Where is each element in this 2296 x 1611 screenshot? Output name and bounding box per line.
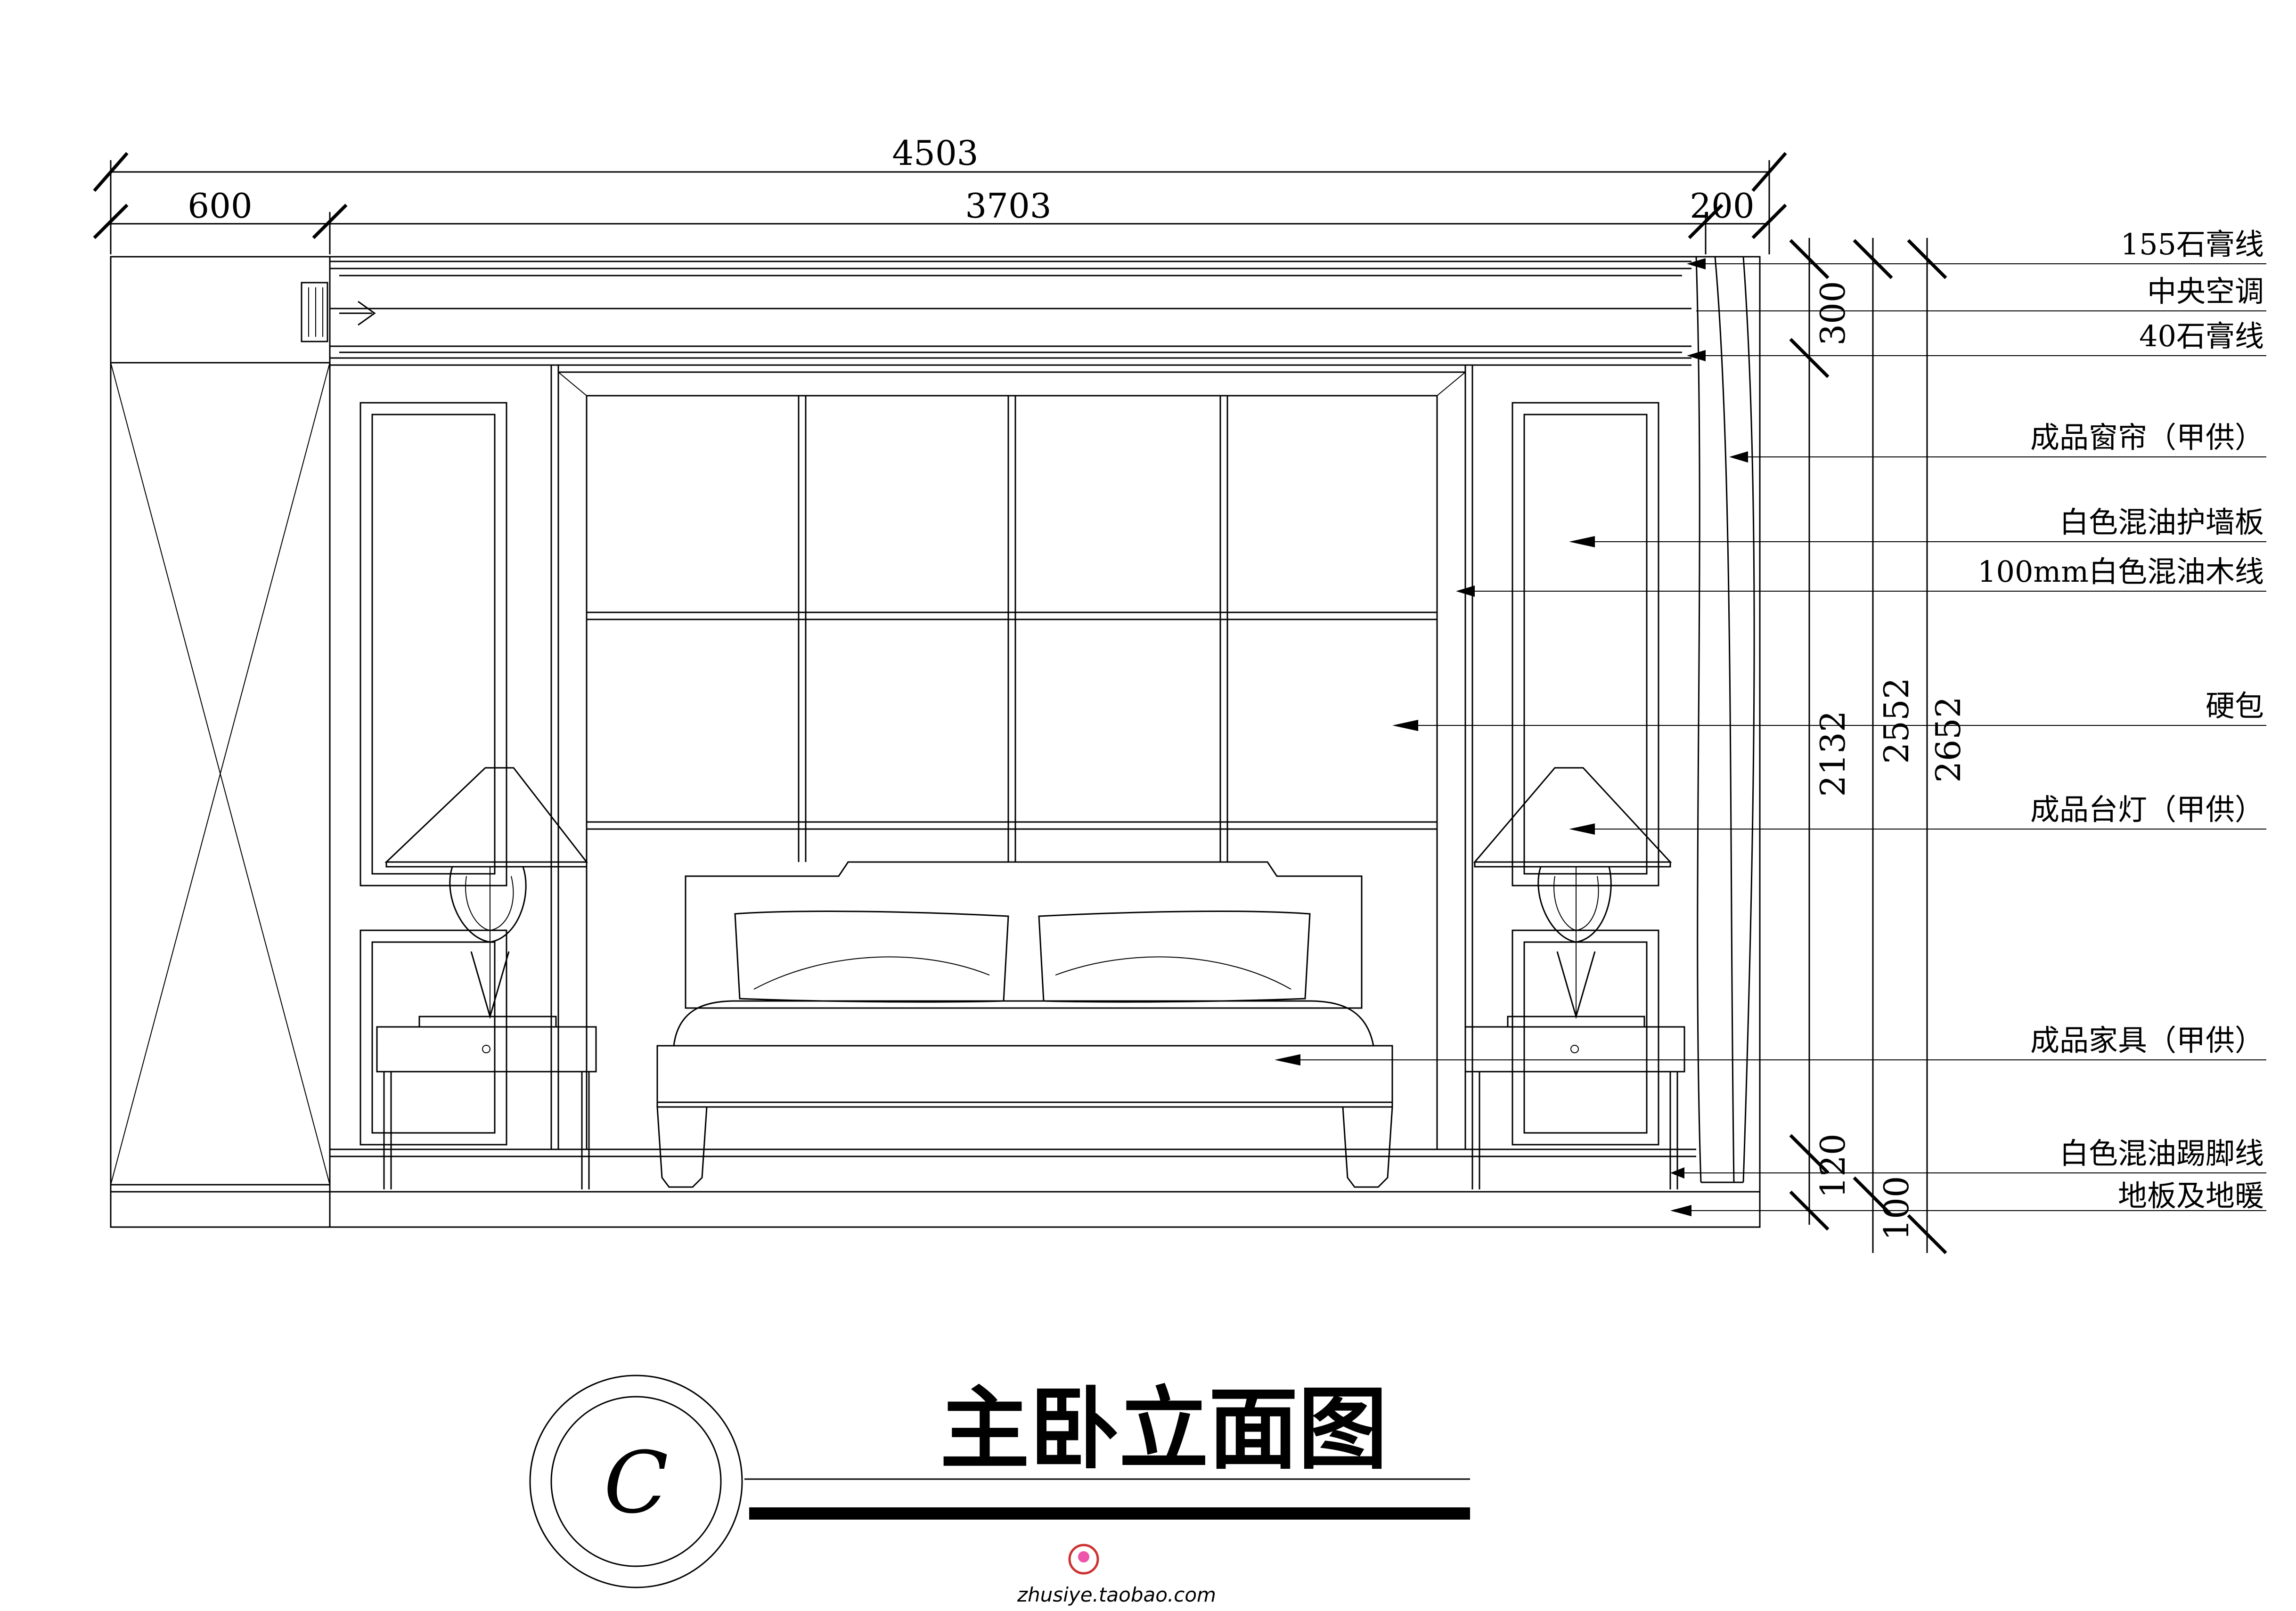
- label-wainscot: 白色混油护墙板: [2059, 505, 2264, 539]
- right-dimension-lines: [1789, 238, 1947, 1254]
- drawing-title: 主卧立面图: [940, 1376, 1388, 1481]
- dim-height-120: 120: [1813, 1133, 1853, 1198]
- curtain: [1695, 256, 1755, 1183]
- top-dimension-lines: [93, 152, 1787, 254]
- left-lamp: [384, 767, 588, 1019]
- label-baseboard: 白色混油踢脚线: [2059, 1136, 2264, 1171]
- label-table-lamp: 成品台灯（甲供）: [2030, 792, 2264, 827]
- dim-height-100: 100: [1877, 1176, 1916, 1240]
- label-furniture: 成品家具（甲供）: [2030, 1023, 2264, 1058]
- title-underline-thick: [749, 1507, 1470, 1520]
- dim-right-width: 200: [1690, 186, 1754, 226]
- label-wood-trim: 100mm白色混油木线: [1977, 554, 2264, 589]
- dim-height-2552: 2552: [1877, 677, 1916, 764]
- wainscot-panels: [360, 365, 1659, 1149]
- right-nightstand: [1464, 1016, 1685, 1189]
- right-lamp: [1473, 767, 1672, 1019]
- section-marker: [529, 1375, 743, 1588]
- dim-center-width: 3703: [965, 186, 1051, 226]
- leader-lines: [1275, 258, 2266, 1216]
- dim-left-width: 600: [188, 186, 252, 226]
- left-nightstand: [376, 1016, 597, 1189]
- section-label: C: [604, 1434, 669, 1532]
- label-curtain: 成品窗帘（甲供）: [2030, 420, 2264, 455]
- label-155-molding: 155石膏线: [2121, 227, 2264, 261]
- watermark-text: zhusiye.taobao.com: [1017, 1583, 1216, 1606]
- label-upholstery: 硬包: [2206, 689, 2264, 723]
- room-outline: [110, 256, 1761, 1228]
- upholstered-panel: [557, 371, 1466, 1150]
- dim-total-width: 4503: [892, 133, 978, 173]
- bed: [656, 861, 1393, 1188]
- dim-height-2652: 2652: [1928, 696, 1968, 782]
- label-floor-heating: 地板及地暖: [2118, 1179, 2264, 1213]
- dim-height-2132: 2132: [1813, 710, 1853, 797]
- label-40-molding: 40石膏线: [2139, 319, 2264, 353]
- dim-height-300: 300: [1813, 281, 1853, 345]
- label-central-ac: 中央空调: [2147, 274, 2264, 309]
- watermark-logo-icon: [1068, 1544, 1099, 1575]
